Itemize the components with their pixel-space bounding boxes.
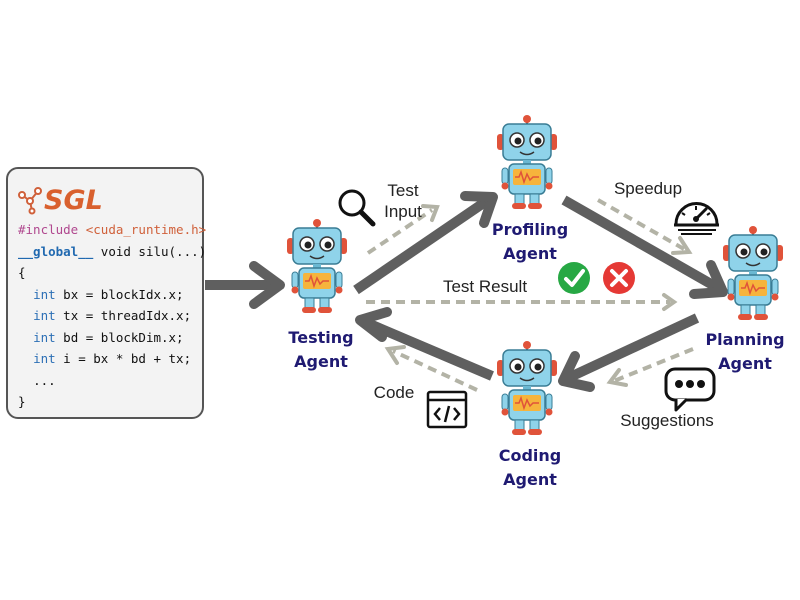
check-icon bbox=[558, 262, 590, 294]
dashed-arrow-suggestions bbox=[606, 347, 694, 387]
chat-bubble-icon bbox=[664, 367, 716, 412]
dashed-arrow-code bbox=[384, 345, 478, 392]
arrow-profiling-to-planning bbox=[561, 195, 728, 299]
suggestions-label: Suggestions bbox=[620, 411, 714, 430]
arrow-testing-to-profiling bbox=[353, 191, 498, 295]
testing-agent-label: Testing Agent bbox=[266, 326, 376, 374]
code-panel: SGL #include <cuda_runtime.h> __global__… bbox=[6, 167, 206, 419]
test-input-label-line-1: Test bbox=[387, 181, 419, 200]
code-include-keyword: #include bbox=[18, 222, 79, 237]
code-open-brace: { bbox=[18, 265, 26, 280]
code-line-1-type: int bbox=[33, 286, 56, 302]
coding-agent-line-2: Agent bbox=[503, 470, 557, 489]
test-result-label: Test Result bbox=[442, 277, 528, 296]
testing-robot-icon bbox=[287, 218, 347, 314]
profiling-agent-line-1: Profiling bbox=[491, 220, 569, 239]
planning-robot-icon bbox=[723, 225, 783, 321]
code-snippet: #include <cuda_runtime.h> __global__ voi… bbox=[18, 219, 206, 413]
dashed-arrow-speedup bbox=[597, 198, 693, 255]
speedometer-icon bbox=[674, 202, 719, 235]
code-label: Code bbox=[373, 383, 415, 402]
code-ellipsis: ... bbox=[33, 372, 56, 388]
code-line-2-type: int bbox=[33, 308, 56, 323]
coding-agent-line-1: Coding bbox=[498, 446, 562, 465]
arrow-coding-to-testing bbox=[355, 307, 494, 381]
arrow-code-to-testing bbox=[205, 261, 285, 309]
code-window-icon bbox=[426, 390, 468, 429]
testing-agent-line-2: Agent bbox=[294, 352, 348, 371]
code-include-file: <cuda_runtime.h> bbox=[85, 222, 207, 237]
profiling-agent-line-2: Agent bbox=[503, 244, 557, 263]
dashed-arrow-test-result bbox=[366, 293, 678, 311]
code-line-4-type: int bbox=[33, 351, 56, 366]
test-input-label-line-2: Input bbox=[384, 202, 422, 221]
cross-icon bbox=[603, 262, 635, 294]
code-signature: void silu(...) bbox=[93, 243, 207, 259]
arrow-planning-to-coding bbox=[558, 313, 700, 392]
testing-agent-line-1: Testing bbox=[288, 328, 354, 347]
coding-agent-label: Coding Agent bbox=[475, 444, 585, 492]
planning-agent-line-1: Planning bbox=[705, 330, 785, 349]
code-line-3: bd = blockDim.x; bbox=[55, 329, 184, 345]
search-icon bbox=[338, 189, 376, 227]
dashed-arrow-test-input bbox=[366, 204, 440, 255]
planning-agent-label: Planning Agent bbox=[690, 328, 800, 376]
logo-text: SGL bbox=[44, 185, 103, 215]
profiling-agent-label: Profiling Agent bbox=[475, 218, 585, 266]
code-line-3-type: int bbox=[33, 329, 56, 345]
code-line-2: tx = threadIdx.x; bbox=[55, 308, 192, 323]
sgl-logo: SGL bbox=[18, 185, 103, 215]
speedup-label: Speedup bbox=[613, 179, 683, 198]
graph-icon bbox=[18, 187, 42, 215]
coding-robot-icon bbox=[497, 340, 557, 436]
code-global-keyword: __global__ bbox=[18, 243, 94, 259]
code-line-1: bx = blockIdx.x; bbox=[55, 286, 184, 302]
code-line-4: i = bx * bd + tx; bbox=[55, 351, 192, 366]
planning-agent-line-2: Agent bbox=[718, 354, 772, 373]
code-close-brace: } bbox=[18, 394, 26, 409]
test-input-label: Test Input bbox=[378, 180, 428, 222]
profiling-robot-icon bbox=[497, 114, 557, 210]
